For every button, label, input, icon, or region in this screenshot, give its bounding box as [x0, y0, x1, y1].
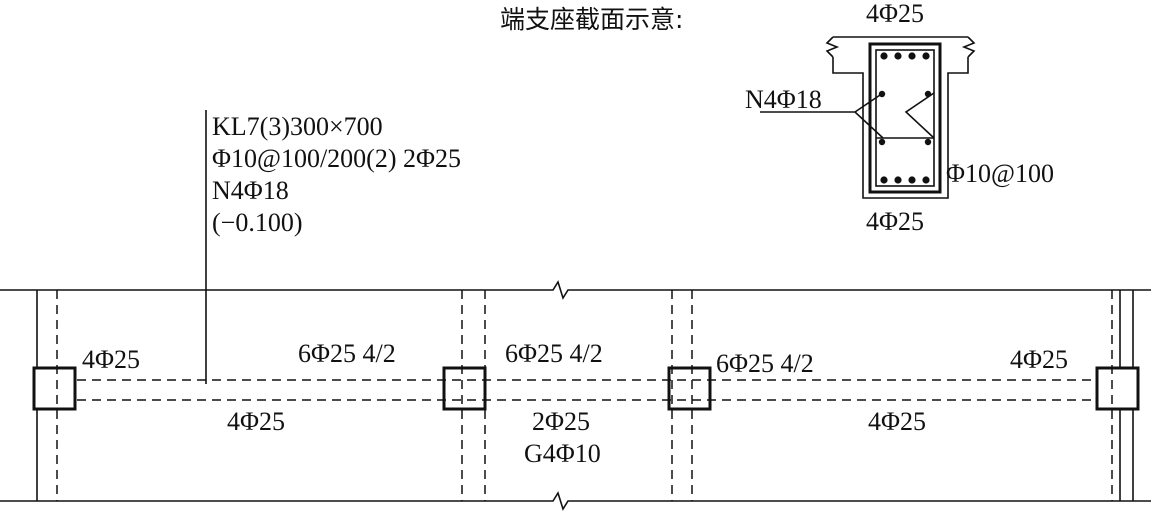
beam-outline: [868, 42, 942, 194]
top-rebar-dots: [880, 52, 930, 60]
section-top-bars-label: 4Φ25: [866, 0, 924, 28]
bottom-edge-line: [0, 491, 1151, 511]
section-stirrup-label: Φ10@100: [946, 159, 1054, 188]
end-support-section: 4Φ25 N4Φ18 Φ10@100 4Φ25: [745, 0, 1054, 236]
hidden-lines: [56, 290, 1113, 501]
span3-top-left-label: 6Φ25 4/2: [716, 349, 814, 378]
column-b: [442, 366, 487, 411]
span3-bottom-label: 4Φ25: [868, 407, 926, 436]
span1-top-label: 6Φ25 4/2: [298, 339, 396, 368]
slab-outline: [825, 36, 976, 199]
side-rebar-dots: [878, 90, 932, 146]
beam-id-label: KL7(3)300×700: [212, 112, 383, 141]
beam-annotation: KL7(3)300×700 Φ10@100/200(2) 2Φ25 N4Φ18 …: [212, 112, 461, 237]
section-title: 端支座截面示意:: [500, 5, 683, 34]
plan-view: 4Φ25 6Φ25 4/2 4Φ25 6Φ25 4/2 2Φ25 G4Φ10 6…: [0, 280, 1151, 511]
top-edge-line: [0, 280, 1151, 300]
span3-top-right-label: 4Φ25: [1010, 345, 1068, 374]
span1-bottom-label: 4Φ25: [227, 407, 285, 436]
beam-side-bars-label: N4Φ18: [212, 176, 289, 205]
side-bar-leader: [760, 92, 935, 139]
beam-elevation-label: (−0.100): [212, 208, 302, 237]
bottom-rebar-dots: [880, 176, 930, 184]
beam-stirrup-label: Φ10@100/200(2) 2Φ25: [212, 144, 461, 173]
section-side-bars-label: N4Φ18: [745, 85, 822, 114]
span2-top-label: 6Φ25 4/2: [505, 339, 603, 368]
support-solid-lines: [36, 290, 1134, 501]
span2-side-label: G4Φ10: [524, 439, 601, 468]
section-bottom-bars-label: 4Φ25: [866, 207, 924, 236]
column-d: [1095, 366, 1140, 411]
column-a: [32, 366, 77, 411]
span2-bottom-label: 2Φ25: [532, 407, 590, 436]
stirrup-outline: [875, 49, 935, 187]
left-support-top-label: 4Φ25: [82, 345, 140, 374]
column-c: [667, 366, 712, 411]
